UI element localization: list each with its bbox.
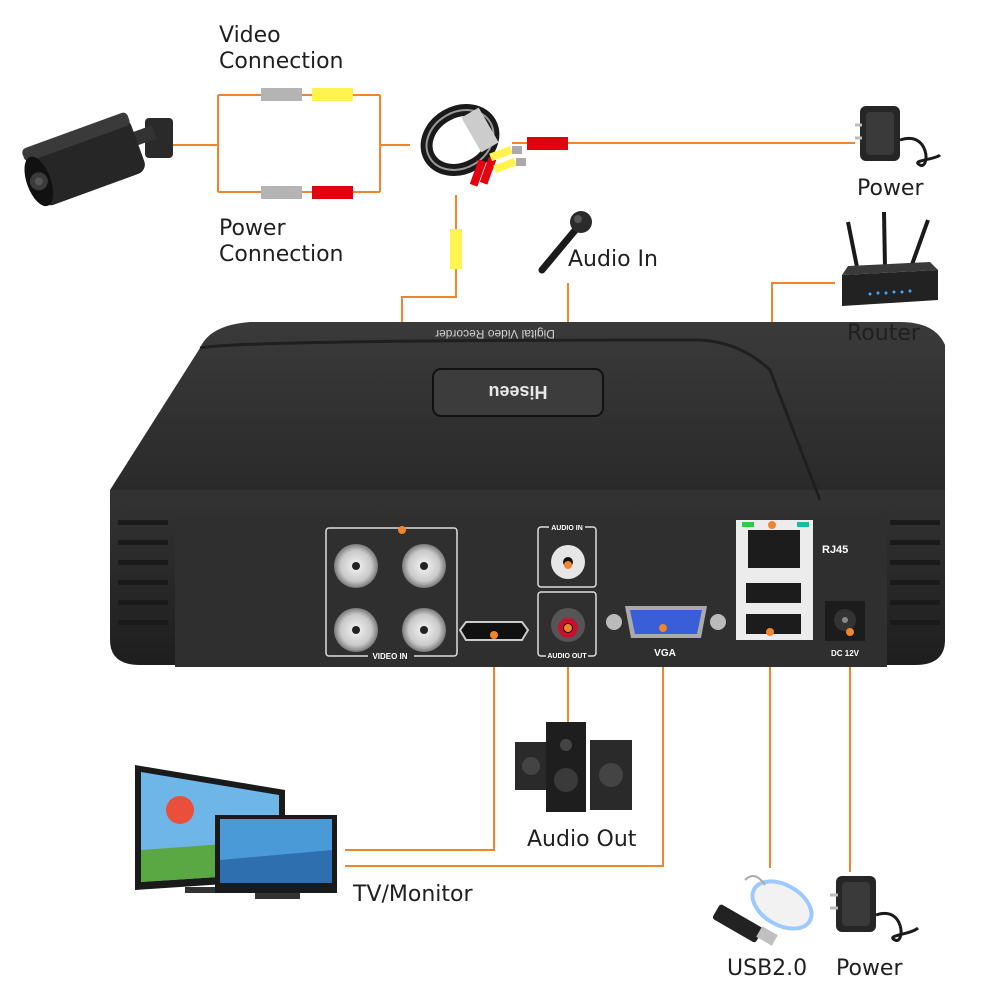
plug-power-gray bbox=[261, 186, 302, 199]
wire-vga-tv bbox=[345, 628, 664, 867]
monitor-icon bbox=[135, 765, 337, 899]
plug-video-yellow bbox=[312, 88, 353, 101]
plug-markers bbox=[261, 88, 568, 269]
label-power-connection-line1: Power bbox=[219, 216, 286, 241]
microphone-icon bbox=[538, 211, 592, 274]
speaker-icon bbox=[515, 722, 632, 812]
label-vga: VGA bbox=[654, 648, 676, 659]
power-adapter-top-icon bbox=[855, 106, 942, 167]
wire-hdmi-tv bbox=[345, 635, 495, 851]
label-rj45: RJ45 bbox=[822, 544, 848, 556]
label-audio-out: Audio Out bbox=[527, 827, 637, 852]
label-usb: USB2.0 bbox=[727, 956, 808, 981]
rj45-port bbox=[748, 530, 800, 568]
plug-video-gray bbox=[261, 88, 302, 101]
label-audio-out: AUDIO OUT bbox=[547, 653, 587, 660]
brand-plate bbox=[432, 368, 604, 417]
label-audio-in: Audio In bbox=[568, 247, 658, 272]
mouse-icon bbox=[712, 875, 814, 946]
brand-logo: Hiseeu bbox=[488, 382, 547, 402]
label-power-bottom: Power bbox=[836, 956, 903, 981]
label-video-connection-line1: Video bbox=[219, 23, 281, 48]
label-video-in: VIDEO IN bbox=[372, 652, 407, 661]
usb-port-2 bbox=[746, 614, 801, 634]
label-audio-in: AUDIO IN bbox=[551, 525, 583, 532]
power-adapter-bottom-icon bbox=[830, 876, 919, 942]
label-power-top: Power bbox=[857, 176, 924, 201]
usb-port-1 bbox=[746, 583, 801, 603]
plug-top-power-red bbox=[527, 137, 568, 150]
dvr-top-label: Digital Video Recorder bbox=[435, 327, 555, 341]
bnc-ports bbox=[334, 544, 446, 652]
plug-power-red bbox=[312, 186, 353, 199]
router-icon bbox=[842, 211, 938, 306]
bullet-camera-icon bbox=[22, 112, 173, 207]
wire-endpoints bbox=[398, 521, 854, 639]
side-vents bbox=[118, 520, 940, 625]
label-power-connection-line2: Connection bbox=[219, 242, 344, 267]
label-router: Router bbox=[847, 321, 920, 346]
vga-port bbox=[606, 606, 726, 638]
plug-cable-yellow bbox=[450, 229, 462, 269]
label-video-connection-line2: Connection bbox=[219, 49, 344, 74]
wire-camera-split bbox=[170, 94, 410, 193]
label-dc: DC 12V bbox=[831, 649, 860, 658]
bnc-cable-icon bbox=[420, 104, 526, 187]
label-tv-monitor: TV/Monitor bbox=[353, 882, 473, 907]
dvr-unit: Hiseeu Digital Video Recorder VIDEO IN A bbox=[110, 322, 945, 667]
